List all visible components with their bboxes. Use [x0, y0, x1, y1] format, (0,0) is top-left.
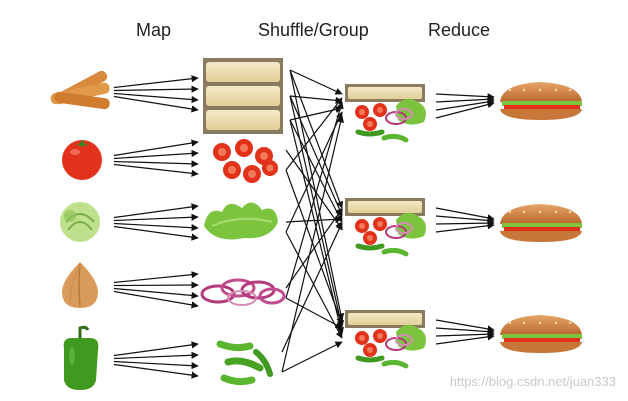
- shuffle-arrow: [285, 101, 344, 299]
- tomato-icon: [62, 140, 102, 180]
- map-arrow: [113, 139, 199, 157]
- shuffle-arrow: [285, 169, 344, 325]
- shuffle-arrow: [289, 95, 343, 104]
- map-arrow: [113, 222, 199, 232]
- map-arrow: [113, 351, 199, 360]
- sandwich-icon: [500, 204, 582, 242]
- map-arrow: [113, 225, 199, 241]
- shuffle-arrow: [289, 95, 343, 216]
- reduce-arrow: [435, 333, 495, 345]
- shuffle-arrow: [285, 97, 343, 171]
- map-arrow: [113, 360, 199, 370]
- watermark-text: https://blog.csdn.net/juan333: [449, 374, 616, 389]
- map-arrow: [113, 85, 199, 93]
- onion-rings-icon: [200, 278, 286, 306]
- map-arrow: [113, 213, 199, 222]
- reduce-arrow: [435, 215, 495, 225]
- shuffle-arrow: [285, 215, 343, 223]
- shuffle-arrow: [285, 231, 343, 339]
- shuffle-arrow: [285, 149, 343, 230]
- shuffle-arrow: [285, 297, 343, 329]
- reduce-arrow: [435, 319, 495, 333]
- sandwich-icon: [500, 82, 582, 120]
- reduce-arrow: [435, 101, 495, 119]
- map-arrow: [113, 95, 199, 113]
- map-arrow: [113, 290, 199, 309]
- shuffle-arrow: [285, 111, 343, 233]
- reduce-title: Reduce: [428, 20, 491, 40]
- ingredient-group-icon: [345, 198, 426, 257]
- reduce-arrow: [435, 219, 495, 227]
- lettuce-icon: [60, 202, 100, 242]
- reduce-arrow: [435, 327, 495, 336]
- map-arrow: [113, 287, 199, 300]
- shuffle-arrow: [289, 69, 344, 209]
- shuffle-arrow: [281, 341, 343, 373]
- map-arrow: [113, 363, 199, 379]
- reduce-arrow: [435, 93, 495, 101]
- arrows-layer: [113, 69, 495, 379]
- reduce-arrow: [435, 207, 495, 222]
- map-arrow: [113, 203, 199, 219]
- map-arrow: [113, 271, 199, 284]
- map-arrow: [113, 163, 199, 177]
- shuffle-group-title: Shuffle/Group: [258, 20, 369, 40]
- map-arrow: [113, 341, 199, 357]
- shuffle-arrow: [285, 208, 343, 289]
- reduce-arrow: [435, 98, 495, 111]
- tomato-slices-icon: [213, 139, 278, 183]
- map-arrow: [113, 281, 199, 289]
- onion-icon: [62, 262, 98, 308]
- map-arrow: [113, 92, 199, 104]
- map-arrow: [113, 75, 199, 89]
- shuffle-arrow: [289, 119, 343, 223]
- reduce-arrow: [435, 95, 495, 103]
- shuffle-arrow: [289, 69, 343, 95]
- bread-slices-icon: [203, 58, 283, 134]
- ingredient-group-icon: [345, 310, 426, 369]
- pepper-strips-icon: [216, 340, 273, 386]
- map-arrow: [113, 149, 199, 160]
- shuffle-arrow: [281, 115, 345, 373]
- ingredient-group-icon: [345, 84, 426, 143]
- shuffle-arrow: [289, 95, 345, 328]
- map-arrow: [113, 160, 199, 168]
- reduce-arrow: [435, 222, 495, 233]
- map-title: Map: [136, 20, 172, 40]
- bread-sticks-icon: [50, 70, 110, 110]
- reduce-arrow: [435, 330, 495, 338]
- sandwich-icon: [500, 315, 582, 353]
- green-pepper-icon: [63, 325, 99, 390]
- lettuce-leaves-icon: [204, 202, 278, 240]
